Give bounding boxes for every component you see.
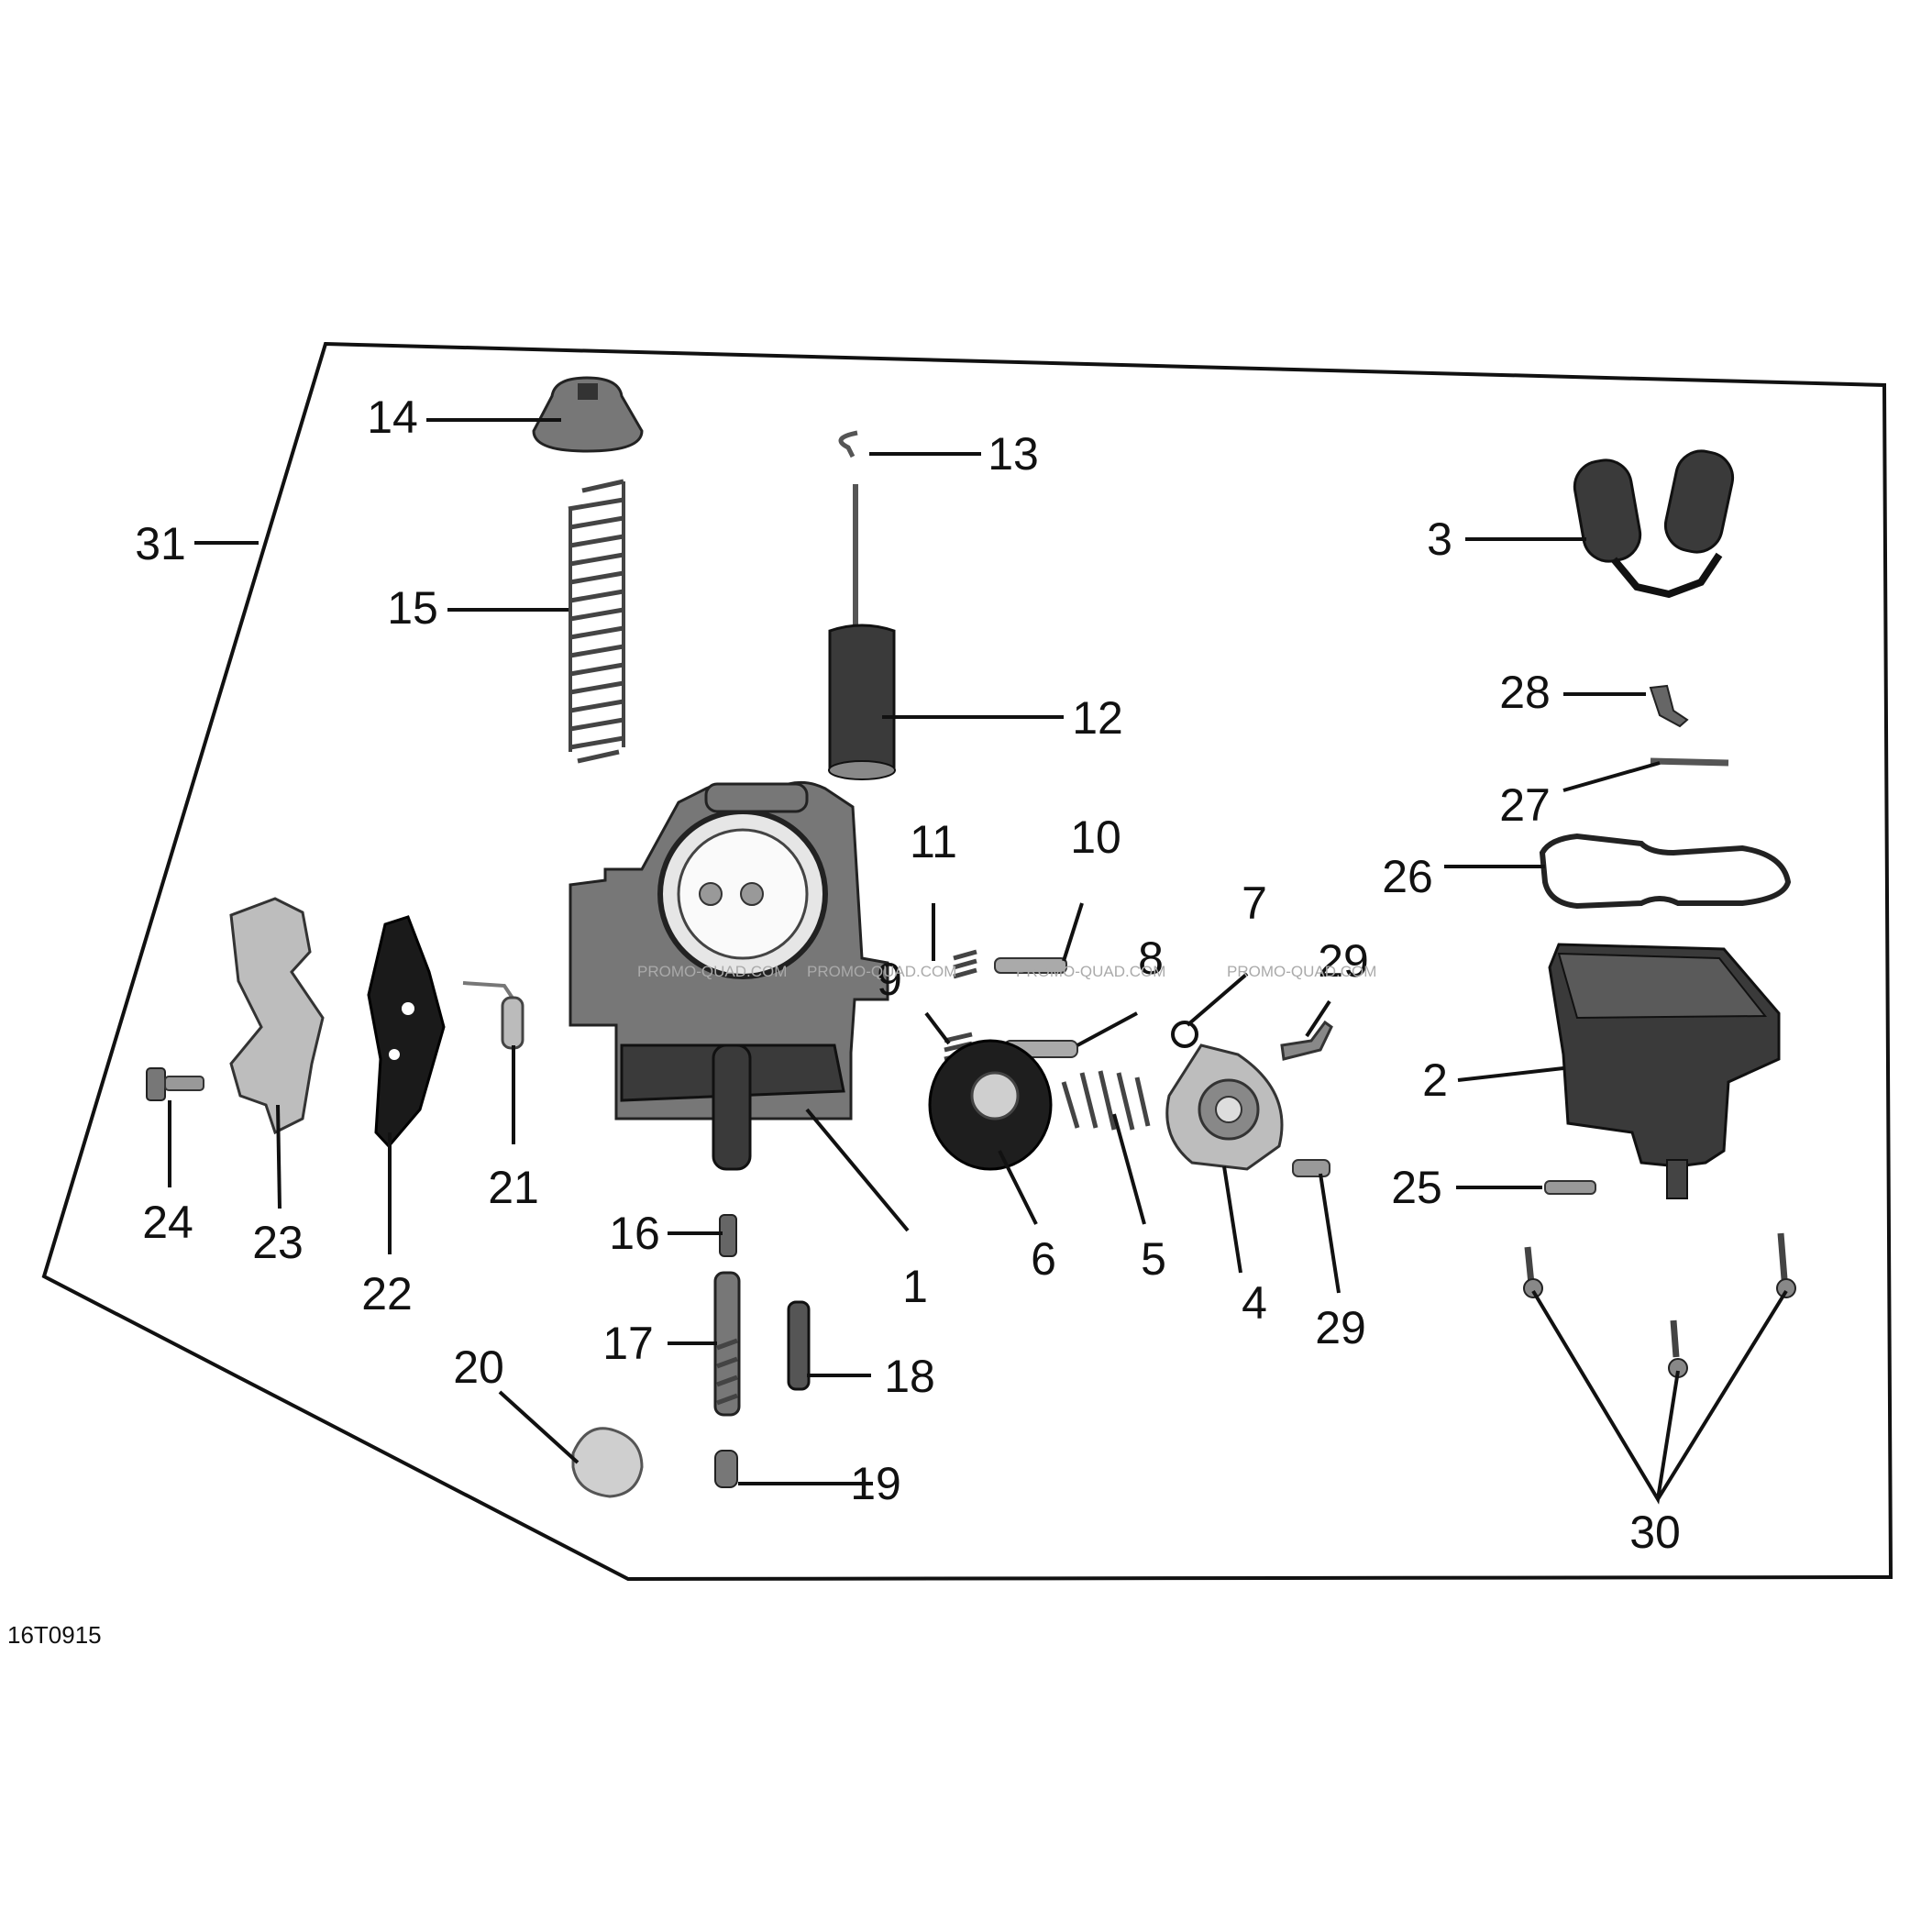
part-30-screws [1523,1232,1796,1378]
watermark-4: PROMO-QUAD.COM [1227,963,1376,980]
callout-1: 1 [902,1261,928,1312]
part-10-screw [994,957,1067,974]
part-15-spring [568,479,625,764]
watermark-2: PROMO-QUAD.COM [807,963,956,980]
part-29-screw-upper [1280,1020,1333,1061]
callout-9: 9 [877,954,902,1005]
callout-31: 31 [135,518,186,569]
callout-3: 3 [1427,513,1452,565]
callout-28: 28 [1499,667,1551,718]
callout-18: 18 [884,1351,935,1402]
callout-21: 21 [488,1162,539,1213]
part-27-pin [1650,757,1729,767]
callout-6: 6 [1031,1233,1056,1285]
callout-4: 4 [1242,1277,1267,1329]
callout-17: 17 [602,1318,654,1369]
callout-8: 8 [1138,933,1164,984]
part-21-spring-hook [462,981,524,1050]
callout-20: 20 [453,1341,504,1393]
callout-5: 5 [1141,1233,1166,1285]
callout-14: 14 [367,392,418,443]
callout-29-lower: 29 [1315,1302,1366,1353]
part-12-slide [828,624,896,780]
part-29-screw-lower [1292,1159,1330,1177]
part-19-plug [714,1450,738,1488]
callout-11: 11 [910,816,957,867]
callout-19: 19 [850,1458,901,1509]
callout-26: 26 [1382,851,1433,902]
callout-16: 16 [609,1208,660,1259]
leader-lines [168,418,1788,1505]
part-14-cap [532,376,644,453]
part-17-idle-screw [713,1271,741,1417]
callout-27: 27 [1499,779,1551,831]
part-7-o-ring [1171,1021,1198,1048]
part-6-diaphragm [928,1039,1053,1171]
callout-30: 30 [1629,1507,1681,1558]
watermark-3: PROMO-QUAD.COM [1016,963,1165,980]
part-11-spring [953,949,977,979]
part-16-screw [719,1214,737,1257]
part-1-carburetor-body [569,780,889,1171]
part-13-clip-needle [838,430,858,642]
part-23-bracket [229,897,325,1135]
part-18-spring [787,1300,811,1391]
callout-29-upper: 29 [1318,935,1369,987]
part-28-needle-valve [1649,684,1689,728]
part-20-cap [571,1427,644,1498]
callout-10: 10 [1070,811,1121,863]
callout-12: 12 [1072,692,1123,744]
part-26-gasket [1539,833,1792,910]
callout-25: 25 [1391,1162,1442,1213]
part-24-bolt [146,1067,204,1101]
assembly-border [41,341,1893,1582]
callout-7: 7 [1242,878,1267,929]
callout-13: 13 [988,428,1039,480]
part-25-drain-screw [1544,1180,1596,1195]
part-2-float-bowl [1548,943,1781,1199]
callout-24: 24 [142,1197,193,1248]
callout-22: 22 [361,1268,413,1319]
callout-15: 15 [387,582,438,634]
part-22-lever [367,915,446,1149]
part-3-floats [1573,449,1735,599]
part-5-spring [1061,1070,1151,1131]
callout-2: 2 [1422,1054,1448,1106]
drawing-code: 16T0915 [7,1621,102,1649]
watermark-1: PROMO-QUAD.COM [637,963,787,980]
part-4-cover [1165,1043,1284,1171]
callout-23: 23 [252,1217,304,1268]
